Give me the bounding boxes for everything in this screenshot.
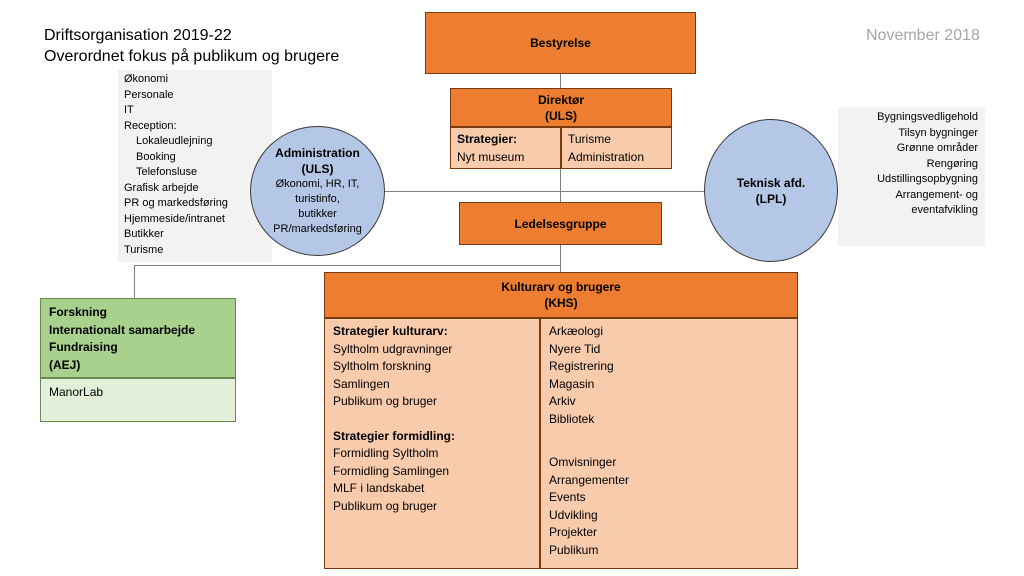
- list-item: Bygningsvedligehold: [877, 111, 978, 123]
- kulturarv-heading-2: Strategier formidling:: [333, 428, 456, 443]
- bestyrelse-box: Bestyrelse: [425, 12, 696, 74]
- list-item: Arrangementer: [549, 472, 630, 487]
- manorlab-box: ManorLab: [40, 378, 236, 422]
- kulturarv-areas-box: Arkæologi Nyere Tid Registrering Magasin…: [540, 318, 798, 569]
- title-line-2: Overordnet fokus på publikum og brugere: [44, 48, 340, 65]
- list-item: Registrering: [549, 359, 614, 373]
- page-title: Driftsorganisation 2019-22 Overordnet fo…: [44, 25, 404, 67]
- connector-left-horizontal: [134, 265, 561, 266]
- kulturarv-heading-1: Strategier kulturarv:: [333, 324, 448, 338]
- direktor-area: Turisme: [568, 132, 611, 146]
- list-item: eventafvikling: [911, 204, 978, 216]
- list-item: Bibliotek: [549, 411, 595, 426]
- list-item: Publikum: [549, 542, 599, 557]
- date-label: November 2018: [866, 27, 980, 44]
- forskning-box: Forskning Internationalt samarbejde Fund…: [40, 298, 236, 378]
- administration-head: Administration: [275, 146, 360, 160]
- list-item: Formidling Samlingen: [333, 463, 450, 478]
- direktor-strategy-item: Nyt museum: [457, 149, 525, 164]
- teknisk-head: Teknisk afd.: [736, 175, 806, 190]
- list-item: Udvikling: [549, 507, 598, 522]
- administration-line: turistinfo,: [295, 193, 340, 205]
- list-item: Butikker: [124, 228, 164, 240]
- list-item: Samlingen: [333, 376, 390, 391]
- list-item: Personale: [124, 88, 174, 101]
- list-item: Turisme: [124, 243, 164, 256]
- connector-left-vertical: [134, 265, 135, 298]
- ledelsesgruppe-box: Ledelsesgruppe: [459, 202, 662, 245]
- list-item: Arkiv: [549, 394, 576, 408]
- teknisk-circle: Teknisk afd. (LPL): [704, 119, 838, 262]
- list-item: Lokaleudlejning: [136, 135, 213, 147]
- forskning-line: Fundraising: [49, 340, 118, 354]
- spacer: [549, 428, 789, 454]
- administration-line: PR/markedsføring: [273, 223, 362, 235]
- direktor-box: Direktør (ULS): [450, 88, 672, 127]
- teknisk-list: Bygningsvedligehold Tilsyn bygninger Grø…: [838, 107, 985, 246]
- kulturarv-strategy-box: Strategier kulturarv: Syltholm udgravnin…: [324, 318, 540, 569]
- direktor-strategy-box: Strategier: Nyt museum: [450, 127, 561, 169]
- administration-circle: Administration (ULS) Økonomi, HR, IT, tu…: [250, 126, 385, 256]
- list-item: Tilsyn bygninger: [898, 126, 978, 139]
- forskning-line: Forskning: [49, 305, 108, 319]
- list-item: Events: [549, 490, 586, 504]
- administration-line: Økonomi, HR, IT,: [275, 178, 360, 190]
- bestyrelse-label: Bestyrelse: [530, 36, 591, 50]
- list-item: IT: [124, 104, 134, 116]
- list-item: Arrangement- og: [895, 188, 978, 201]
- administration-line: butikker: [298, 208, 337, 220]
- forskning-line: (AEJ): [49, 357, 81, 372]
- direktor-label: Direktør: [537, 92, 584, 107]
- list-item: Syltholm forskning: [333, 359, 432, 373]
- list-item: Projekter: [549, 525, 598, 539]
- list-item: Publikum og bruger: [333, 498, 438, 513]
- kulturarv-box: Kulturarv og brugere (KHS): [324, 272, 798, 318]
- list-item: Økonomi: [124, 73, 169, 85]
- list-item: Hjemmeside/intranet: [124, 212, 225, 225]
- list-item: Booking: [136, 150, 176, 163]
- list-item: Magasin: [549, 376, 595, 391]
- direktor-strategy-heading: Strategier:: [457, 132, 518, 146]
- forskning-line: Internationalt samarbejde: [49, 322, 196, 337]
- connector-main-vertical: [560, 73, 561, 273]
- administration-sub: (ULS): [301, 162, 334, 176]
- list-item: Syltholm udgravninger: [333, 341, 453, 356]
- title-line-1: Driftsorganisation 2019-22: [44, 27, 232, 44]
- teknisk-sub: (LPL): [755, 191, 787, 206]
- list-item: Udstillingsopbygning: [877, 173, 978, 185]
- list-item: Grønne områder: [896, 142, 978, 154]
- kulturarv-sub: (KHS): [544, 296, 578, 310]
- direktor-area: Administration: [568, 149, 645, 164]
- list-item: Reception:: [124, 119, 177, 132]
- direktor-sub: (ULS): [545, 108, 577, 123]
- list-item: Nyere Tid: [549, 341, 601, 356]
- list-item: Publikum og bruger: [333, 394, 438, 408]
- list-item: Arkæologi: [549, 324, 604, 338]
- administration-list: Økonomi Personale IT Reception: Lokaleud…: [118, 70, 272, 262]
- list-item: Grafisk arbejde: [124, 181, 199, 194]
- spacer: [333, 411, 531, 428]
- list-item: PR og markedsføring: [124, 197, 228, 209]
- direktor-areas-box: Turisme Administration: [561, 127, 672, 169]
- list-item: MLF i landskabet: [333, 481, 425, 495]
- list-item: Rengøring: [926, 157, 978, 170]
- list-item: Omvisninger: [549, 455, 617, 469]
- ledelsesgruppe-label: Ledelsesgruppe: [514, 216, 607, 231]
- kulturarv-label: Kulturarv og brugere: [501, 280, 621, 294]
- manorlab-label: ManorLab: [49, 385, 104, 399]
- connector-horizontal: [360, 191, 705, 192]
- list-item: Formidling Syltholm: [333, 446, 439, 460]
- list-item: Telefonsluse: [136, 166, 198, 178]
